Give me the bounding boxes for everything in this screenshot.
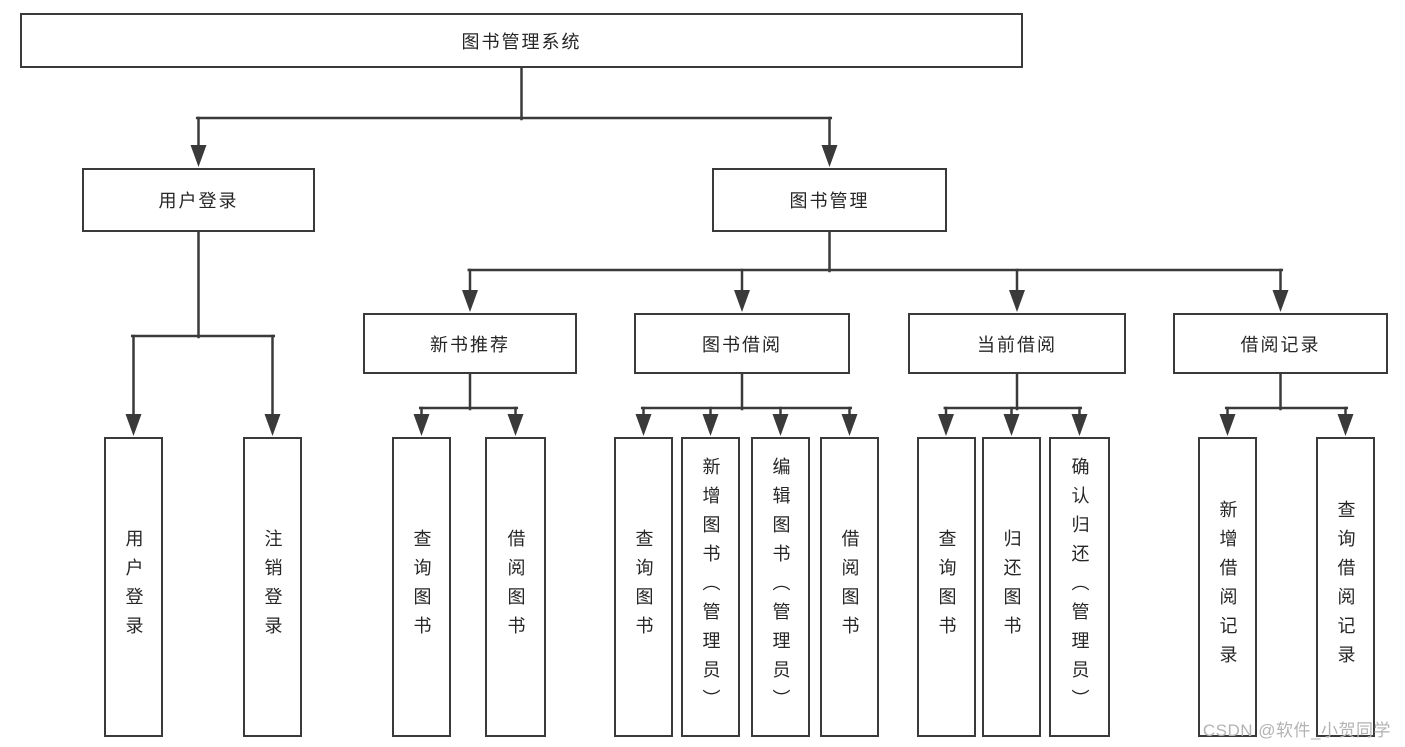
node-new-book-recommend: 新书推荐 bbox=[363, 313, 577, 374]
node-label: 用户登录 bbox=[123, 529, 144, 645]
arrowhead bbox=[734, 290, 750, 312]
arrowhead bbox=[1009, 290, 1025, 312]
node-label: 编辑图书（管理员） bbox=[770, 456, 791, 718]
arrowhead bbox=[125, 414, 142, 436]
arrowhead bbox=[264, 414, 281, 436]
node-label: 图书管理系统 bbox=[461, 31, 582, 52]
edge-borrow-records-to-leaves bbox=[1219, 372, 1354, 436]
leaf-query-book-1: 查询图书 bbox=[392, 437, 451, 737]
arrowhead bbox=[772, 414, 789, 436]
node-user-login: 用户登录 bbox=[82, 168, 315, 232]
arrowhead bbox=[190, 145, 207, 167]
node-label: 确认归还（管理员） bbox=[1069, 456, 1090, 718]
arrowhead bbox=[1219, 414, 1236, 436]
leaf-add-book-admin: 新增图书（管理员） bbox=[681, 437, 740, 737]
arrowhead bbox=[413, 414, 430, 436]
edge-current-borrow-to-leaves bbox=[938, 372, 1088, 436]
leaf-query-borrow-record: 查询借阅记录 bbox=[1316, 437, 1375, 737]
leaf-confirm-return-admin: 确认归还（管理员） bbox=[1049, 437, 1110, 737]
node-book-management: 图书管理 bbox=[712, 168, 947, 232]
node-label: 新增图书（管理员） bbox=[700, 456, 721, 718]
node-label: 用户登录 bbox=[158, 191, 239, 211]
leaf-borrow-book-2: 借阅图书 bbox=[820, 437, 879, 737]
node-book-borrow: 图书借阅 bbox=[634, 313, 850, 374]
arrowhead bbox=[1071, 414, 1088, 436]
node-label: 借阅图书 bbox=[505, 529, 526, 645]
node-label: 归还图书 bbox=[1001, 529, 1022, 645]
arrowhead bbox=[635, 414, 652, 436]
node-current-borrow: 当前借阅 bbox=[908, 313, 1126, 374]
node-label: 新书推荐 bbox=[430, 334, 510, 355]
node-label: 查询图书 bbox=[633, 529, 654, 645]
leaf-add-borrow-record: 新增借阅记录 bbox=[1198, 437, 1257, 737]
node-label: 查询图书 bbox=[411, 529, 432, 645]
watermark: CSDN @软件_小贺同学 bbox=[1202, 721, 1391, 740]
node-label: 查询借阅记录 bbox=[1335, 500, 1356, 674]
arrowhead bbox=[841, 414, 858, 436]
node-label: 图书借阅 bbox=[702, 334, 782, 355]
leaf-query-book-2: 查询图书 bbox=[614, 437, 673, 737]
arrowhead bbox=[938, 414, 954, 436]
arrowhead bbox=[1337, 414, 1354, 436]
leaf-return-book: 归还图书 bbox=[982, 437, 1041, 737]
node-label: 借阅图书 bbox=[839, 529, 860, 645]
arrowhead bbox=[462, 290, 478, 312]
arrowhead bbox=[507, 414, 524, 436]
node-label: 新增借阅记录 bbox=[1217, 500, 1238, 674]
node-label: 借阅记录 bbox=[1240, 334, 1321, 355]
node-label: 查询图书 bbox=[936, 529, 957, 645]
node-label: 注销登录 bbox=[262, 529, 283, 645]
node-library-system: 图书管理系统 bbox=[20, 13, 1023, 68]
leaf-borrow-book-1: 借阅图书 bbox=[485, 437, 546, 737]
arrowhead bbox=[1272, 290, 1289, 312]
arrowhead bbox=[702, 414, 719, 436]
node-label: 当前借阅 bbox=[977, 334, 1057, 355]
node-label: 图书管理 bbox=[789, 191, 870, 211]
edge-book-borrow-to-leaves bbox=[635, 372, 858, 436]
edge-new-book-to-leaves bbox=[413, 372, 524, 436]
leaf-query-book-3: 查询图书 bbox=[917, 437, 976, 737]
arrowhead bbox=[821, 145, 838, 167]
leaf-logout: 注销登录 bbox=[243, 437, 302, 737]
edge-user-login-to-leaves bbox=[125, 230, 281, 436]
leaf-user-login: 用户登录 bbox=[104, 437, 163, 737]
node-borrow-records: 借阅记录 bbox=[1173, 313, 1388, 374]
arrowhead bbox=[1003, 414, 1020, 436]
edge-book-management-to-sections bbox=[462, 230, 1289, 312]
leaf-edit-book-admin: 编辑图书（管理员） bbox=[751, 437, 810, 737]
edge-root-to-branches bbox=[190, 66, 838, 167]
